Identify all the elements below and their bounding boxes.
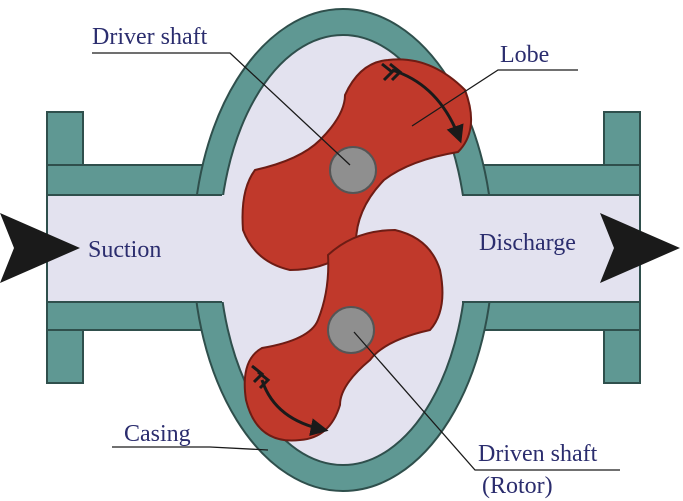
lower-arrow-tail-mark [251, 364, 271, 390]
upper-arrow-tail-mark [381, 62, 403, 82]
lobe-label: Lobe [500, 42, 549, 68]
lobe-leader [411, 69, 578, 127]
driver-shaft-leader [92, 52, 351, 166]
casing-label: Casing [124, 421, 191, 447]
discharge-flow-arrow [600, 213, 680, 283]
casing-leader [112, 446, 269, 451]
driver-shaft-label: Driver shaft [92, 24, 208, 50]
suction-label: Suction [88, 237, 161, 263]
inlet-passage [48, 195, 258, 302]
outlet-passage [428, 195, 639, 302]
driver-shaft [329, 146, 377, 194]
lower-rotation-arrow [260, 379, 329, 436]
suction-flow-arrow [0, 213, 80, 283]
upper-lobe [241, 58, 473, 272]
driven-shaft-label: Driven shaft [478, 441, 598, 467]
driven-shaft-leader [353, 331, 620, 471]
upper-rotation-arrow [391, 68, 464, 144]
rotor-label: (Rotor) [482, 473, 553, 499]
leader-lines [92, 52, 620, 471]
discharge-label: Discharge [479, 230, 576, 256]
